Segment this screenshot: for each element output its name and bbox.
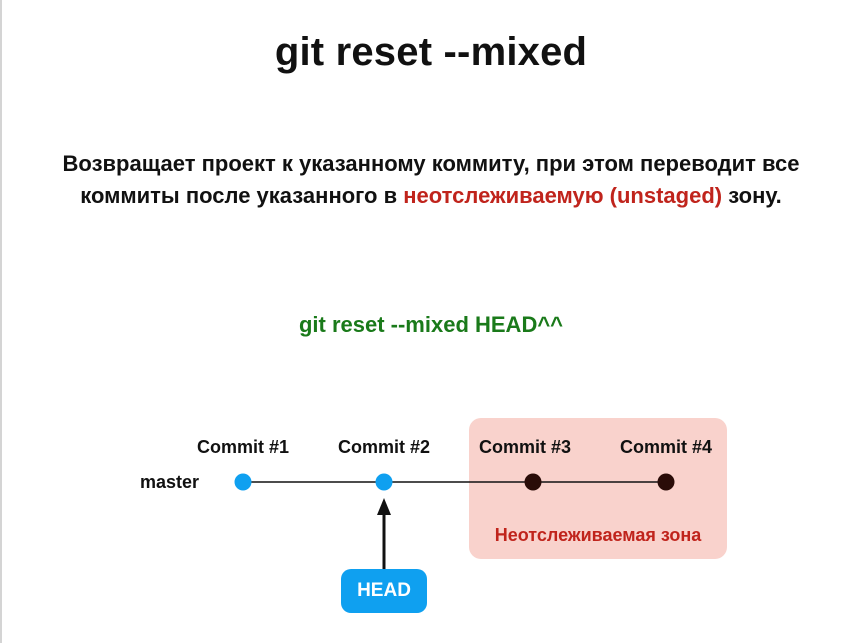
- untracked-zone-label: Неотслеживаемая зона: [494, 525, 702, 545]
- description: Возвращает проект к указанному коммиту, …: [20, 148, 842, 212]
- commit-label-1: Commit #1: [196, 437, 290, 457]
- commit-label-3: Commit #3: [478, 437, 572, 457]
- head-arrow-icon: [377, 498, 391, 515]
- commit-node-4: [657, 473, 675, 491]
- commit-node-3: [524, 473, 542, 491]
- untracked-zone: [469, 418, 727, 559]
- description-part2: зону.: [722, 183, 782, 208]
- slide-left-border: [0, 0, 2, 643]
- head-badge: HEAD: [341, 569, 427, 613]
- commit-label-4: Commit #4: [619, 437, 713, 457]
- description-highlight: неотслеживаемую (unstaged): [403, 183, 723, 208]
- commit-node-1: [234, 473, 252, 491]
- slide-title: git reset --mixed: [274, 30, 588, 74]
- command-text: git reset --mixed HEAD^^: [298, 312, 564, 337]
- description-part1: Возвращает проект к указанному коммиту, …: [62, 151, 800, 208]
- branch-label: master: [140, 472, 200, 492]
- commit-label-2: Commit #2: [337, 437, 431, 457]
- commit-node-2: [375, 473, 393, 491]
